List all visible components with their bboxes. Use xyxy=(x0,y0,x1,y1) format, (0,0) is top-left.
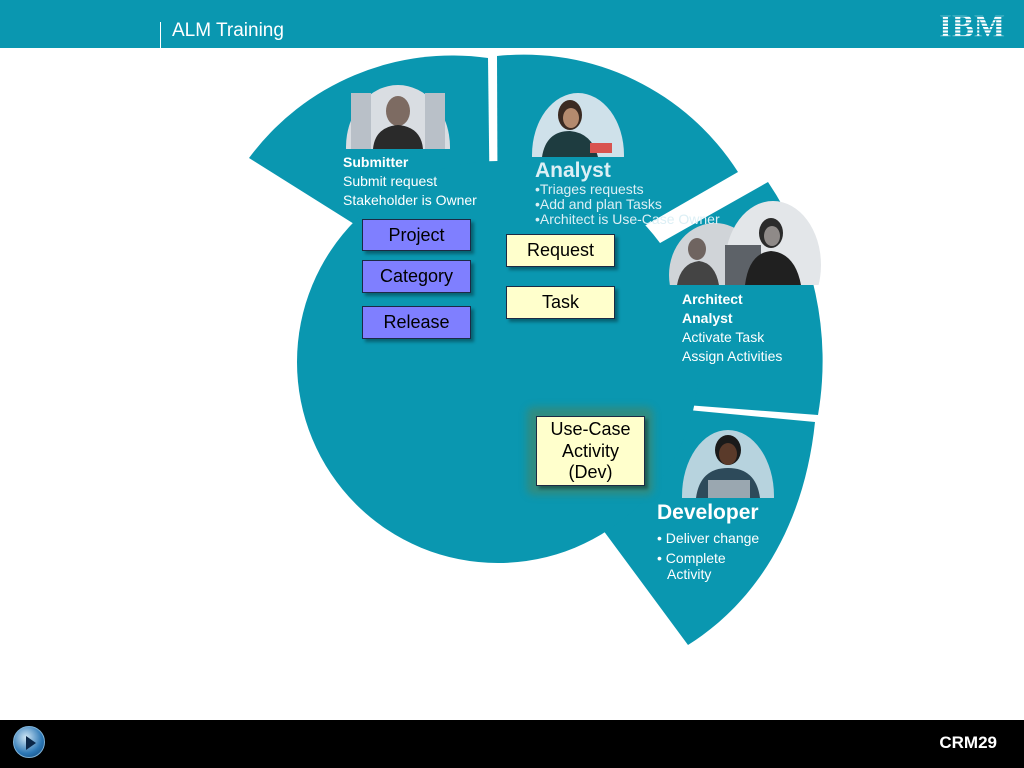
category-box[interactable]: Category xyxy=(362,260,471,293)
analyst-title: Analyst xyxy=(535,159,611,182)
request-box[interactable]: Request xyxy=(506,234,615,267)
project-box[interactable]: Project xyxy=(362,219,471,251)
ibm-logo-text: IBM xyxy=(939,10,1005,40)
submitter-line-1: Submit request xyxy=(343,173,438,189)
submitter-photo xyxy=(345,85,451,149)
analyst-bullet-1: •Triages requests xyxy=(535,181,644,197)
developer-photo xyxy=(682,430,774,498)
play-button[interactable] xyxy=(13,726,45,758)
header-title: ALM Training xyxy=(172,20,284,41)
developer-bullet-2: • Complete xyxy=(657,550,726,566)
usecase-line-1: Use-Case xyxy=(550,419,631,439)
workflow-diagram xyxy=(249,54,823,645)
developer-bullet-2-cont: Activity xyxy=(667,566,712,582)
architect-photo xyxy=(669,201,822,285)
page-id: CRM29 xyxy=(939,733,997,752)
footer-bar xyxy=(0,720,1024,768)
analyst-bullet-3: •Architect is Use-Case Owner xyxy=(535,211,720,227)
architect-analyst-title: Analyst xyxy=(682,310,733,326)
architect-line-2: Assign Activities xyxy=(682,348,783,364)
developer-bullet-1: • Deliver change xyxy=(657,530,760,546)
analyst-bullets: •Triages requests •Add and plan Tasks •A… xyxy=(535,182,720,227)
submitter-line-2: Stakeholder is Owner xyxy=(343,192,477,208)
developer-bullets: • Deliver change • Complete Activity xyxy=(657,530,759,582)
submitter-title: Submitter xyxy=(343,154,409,170)
usecase-line-2: Activity xyxy=(561,440,619,461)
header-bar xyxy=(0,0,1024,48)
architect-line-1: Activate Task xyxy=(682,329,765,345)
analyst-photo xyxy=(532,93,624,157)
submitter-text: Submitter Submit request Stakeholder is … xyxy=(343,153,477,210)
release-box[interactable]: Release xyxy=(362,306,471,339)
play-icon xyxy=(26,736,36,750)
ibm-logo: IBM xyxy=(939,10,1005,40)
architect-text: Architect Analyst Activate Task Assign A… xyxy=(682,290,782,366)
architect-title: Architect xyxy=(682,291,743,307)
developer-title: Developer xyxy=(657,501,759,524)
analyst-bullet-2: •Add and plan Tasks xyxy=(535,196,662,212)
usecase-line-3: (Dev) xyxy=(568,462,613,482)
usecase-activity-box[interactable]: Use-Case Activity (Dev) xyxy=(536,416,645,486)
header-separator xyxy=(160,22,161,48)
task-box[interactable]: Task xyxy=(506,286,615,319)
